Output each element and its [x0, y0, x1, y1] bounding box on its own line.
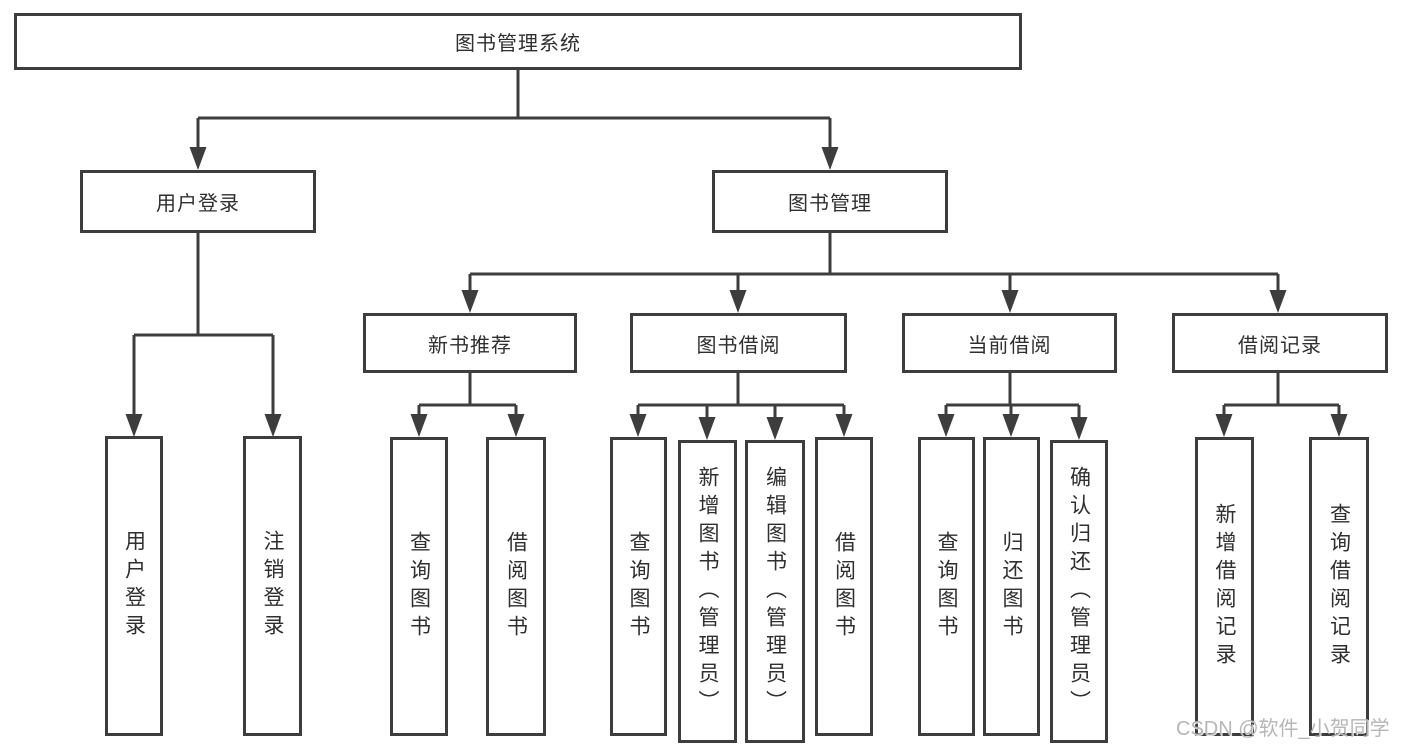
arrow-down-icon [629, 414, 647, 437]
node-borrow-records: 借阅记录 [1172, 313, 1388, 373]
connector-new-book-recommend [410, 373, 525, 437]
arrow-down-icon [189, 147, 207, 170]
leaf-label: 查询图书 [935, 530, 958, 643]
arrow-down-icon [507, 414, 525, 437]
arrow-down-icon [835, 414, 853, 437]
leaf-newbook-query-books: 查询图书 [390, 437, 448, 736]
arrow-down-icon [821, 147, 839, 170]
arrow-down-icon [410, 414, 428, 437]
leaf-user-login: 用户登录 [105, 436, 163, 736]
arrow-down-icon [1001, 290, 1019, 313]
leaf-label: 用户登录 [122, 530, 146, 642]
connector-user-login [125, 232, 282, 437]
leaf-label: 查询借阅记录 [1327, 502, 1351, 671]
node-book-borrow: 图书借阅 [630, 313, 847, 373]
csdn-watermark: CSDN @软件_小贺同学 [1176, 718, 1390, 740]
leaf-label: 借阅图书 [504, 530, 528, 643]
node-current-borrow: 当前借阅 [902, 313, 1117, 373]
arrow-down-icon [729, 290, 747, 313]
arrow-down-icon [461, 290, 479, 313]
connector-borrow-records [1215, 373, 1348, 437]
node-new-book-recommend: 新书推荐 [363, 313, 577, 373]
arrow-down-icon [1269, 290, 1287, 313]
leaf-current-return-books: 归还图书 [983, 437, 1040, 736]
connector-book-borrow [629, 373, 853, 440]
leaf-label: 查询图书 [407, 530, 431, 643]
leaf-newbook-borrow-books: 借阅图书 [486, 437, 546, 736]
leaf-current-query-books: 查询图书 [918, 437, 975, 736]
connector-book-management [461, 233, 1287, 313]
arrow-down-icon [1330, 414, 1348, 437]
node-user-login: 用户登录 [80, 170, 316, 233]
leaf-label: 确认归还（管理员） [1067, 465, 1091, 718]
leaf-label: 新增图书（管理员） [696, 465, 719, 718]
arrow-down-icon [264, 414, 282, 437]
arrow-down-icon [1215, 414, 1233, 437]
leaf-label: 查询图书 [627, 530, 650, 643]
arrow-down-icon [125, 414, 143, 437]
leaf-records-query-record: 查询借阅记录 [1309, 437, 1369, 736]
arrow-down-icon [698, 417, 716, 440]
leaf-borrow-query-books: 查询图书 [610, 437, 667, 736]
leaf-borrow-borrow-books: 借阅图书 [815, 437, 873, 736]
connector-current-borrow [937, 373, 1088, 440]
leaf-logout: 注销登录 [243, 436, 302, 736]
arrow-down-icon [766, 417, 784, 440]
leaf-records-add-record: 新增借阅记录 [1195, 437, 1254, 736]
arrow-down-icon [1070, 417, 1088, 440]
leaf-borrow-add-books-admin: 新增图书（管理员） [678, 440, 737, 743]
leaf-label: 编辑图书（管理员） [763, 465, 787, 718]
arrow-down-icon [937, 414, 955, 437]
leaf-label: 归还图书 [1000, 530, 1023, 643]
leaf-label: 借阅图书 [832, 530, 856, 643]
connector-root-to-level2 [189, 70, 839, 170]
leaf-current-confirm-return-admin: 确认归还（管理员） [1050, 440, 1108, 743]
leaf-label: 新增借阅记录 [1213, 502, 1236, 671]
node-book-management: 图书管理 [712, 170, 948, 233]
leaf-borrow-edit-books-admin: 编辑图书（管理员） [745, 440, 805, 743]
leaf-label: 注销登录 [261, 530, 284, 642]
node-library-management-system: 图书管理系统 [14, 13, 1022, 70]
arrow-down-icon [1002, 414, 1020, 437]
